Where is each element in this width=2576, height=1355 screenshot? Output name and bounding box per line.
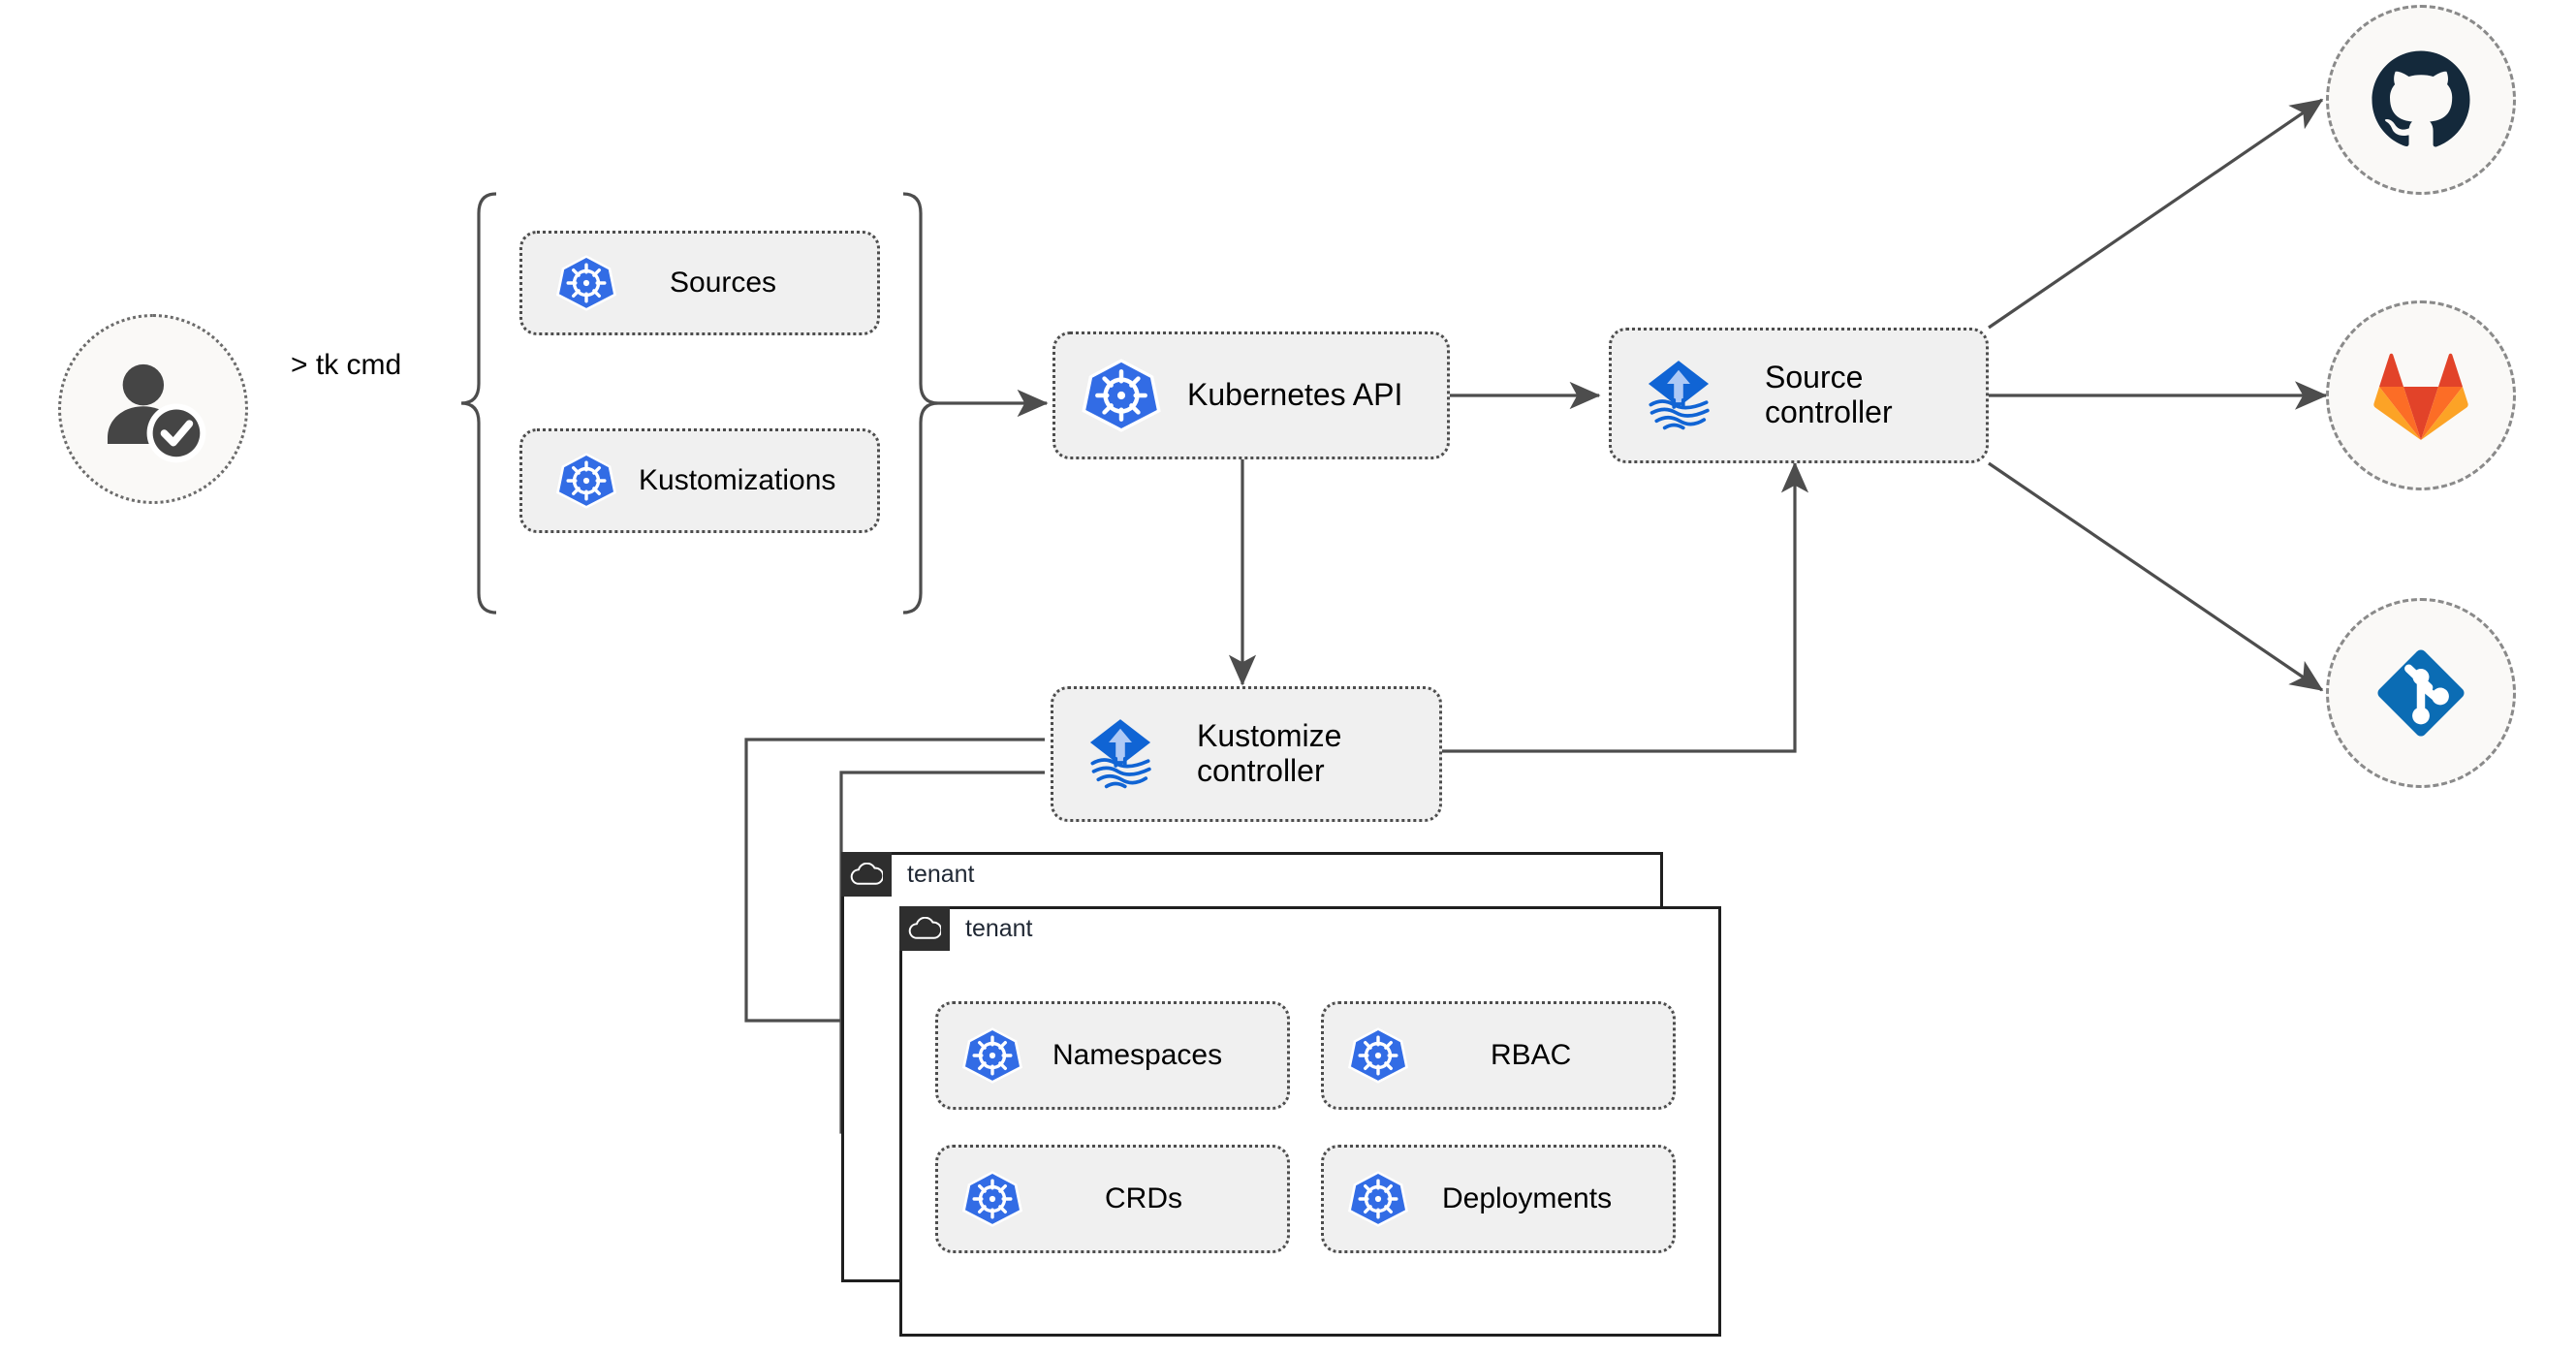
edge-source-github — [1988, 98, 2324, 330]
tenant-label: tenant — [907, 860, 975, 888]
flux-icon — [1079, 712, 1162, 796]
tenant-titlebar: tenant — [841, 852, 975, 897]
cloud-icon-container — [899, 906, 950, 951]
resource-card-label: Sources — [670, 267, 777, 299]
git-icon — [2377, 649, 2465, 737]
tenant-titlebar: tenant — [899, 906, 1033, 951]
tenant-resource-deployments[interactable]: Deployments — [1321, 1145, 1676, 1253]
node-source-controller[interactable]: Source controller — [1609, 328, 1989, 463]
kubernetes-icon — [961, 1168, 1023, 1230]
node-kustomize-controller[interactable]: Kustomize controller — [1051, 686, 1442, 822]
provider-gitlab[interactable] — [2326, 300, 2516, 490]
kubernetes-icon — [961, 1024, 1023, 1087]
kubernetes-icon — [1347, 1024, 1409, 1087]
brace-left — [460, 192, 497, 614]
actor-avatar — [58, 314, 248, 504]
provider-git[interactable] — [2326, 598, 2516, 788]
resource-card-sources[interactable]: Sources — [519, 231, 880, 335]
tenant-label: tenant — [965, 914, 1033, 942]
brace-right — [902, 192, 939, 614]
node-kubernetes-api[interactable]: Kubernetes API — [1052, 331, 1450, 459]
user-verified-icon — [107, 363, 206, 463]
tenant-resource-label: RBAC — [1491, 1039, 1572, 1072]
edge-kustomize-source — [1442, 461, 1809, 753]
tenant-resource-rbac[interactable]: RBAC — [1321, 1001, 1676, 1110]
command-label: > tk cmd — [291, 349, 402, 381]
github-icon — [2372, 50, 2470, 147]
flux-icon — [1637, 354, 1720, 437]
cloud-icon — [850, 863, 883, 885]
kubernetes-icon — [555, 252, 617, 314]
kubernetes-icon — [555, 450, 617, 512]
tenant-resource-namespaces[interactable]: Namespaces — [935, 1001, 1290, 1110]
kubernetes-icon — [1081, 355, 1162, 436]
tenant-resource-label: Namespaces — [1052, 1039, 1223, 1072]
node-label: Kubernetes API — [1187, 377, 1403, 413]
edge-source-git — [1988, 461, 2324, 692]
cloud-icon — [908, 917, 941, 939]
resource-card-kustomizations[interactable]: Kustomizations — [519, 428, 880, 533]
resource-card-label: Kustomizations — [639, 464, 836, 497]
tenant-resource-label: Deployments — [1442, 1182, 1613, 1215]
node-label: Kustomize controller — [1197, 718, 1342, 788]
provider-github[interactable] — [2326, 5, 2516, 195]
cloud-icon-container — [841, 852, 892, 897]
tenant-resource-label: CRDs — [1105, 1182, 1182, 1215]
tenant-resource-crds[interactable]: CRDs — [935, 1145, 1290, 1253]
tenant-panel-front[interactable]: tenant — [899, 906, 1721, 1337]
gitlab-icon — [2373, 353, 2468, 440]
kubernetes-icon — [1347, 1168, 1409, 1230]
node-label: Source controller — [1765, 360, 1893, 429]
